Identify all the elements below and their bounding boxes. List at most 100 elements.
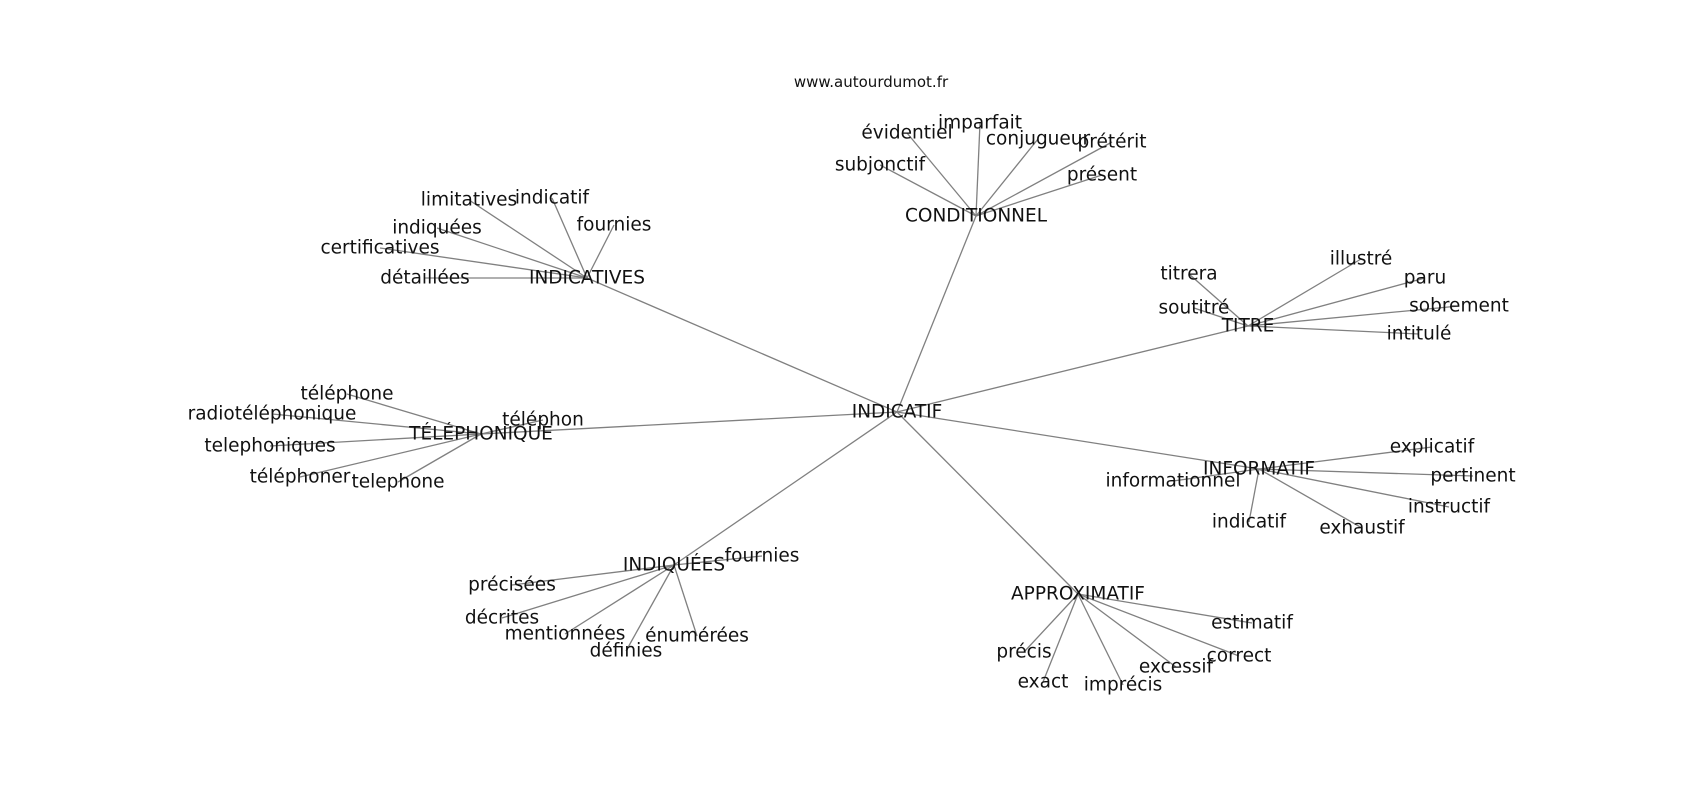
leaf-node-label: indicatif (1212, 512, 1287, 533)
leaf-node-label: exhaustif (1319, 518, 1405, 539)
edge-group-to-leaf (551, 197, 588, 279)
leaf-node-label: définies (590, 641, 663, 662)
leaf-node-label: illustré (1330, 249, 1393, 270)
graph-edges (269, 122, 1474, 686)
leaf-node-label: paru (1404, 268, 1446, 289)
leaf-node-label: téléphone (300, 384, 393, 405)
leaf-node-label: subjonctif (835, 155, 926, 176)
edge-group-to-leaf (1258, 446, 1433, 470)
edge-center-to-group (896, 411, 1079, 595)
edge-group-to-leaf (1247, 325, 1420, 335)
edge-group-to-leaf (501, 564, 675, 619)
edge-group-to-leaf (1247, 258, 1362, 327)
center-node-label: INDICATIF (852, 402, 943, 423)
edge-group-to-leaf (1023, 593, 1079, 653)
edge-group-to-leaf (436, 227, 588, 279)
leaf-node-label: telephone (351, 472, 444, 493)
edge-group-to-leaf (299, 433, 482, 478)
edge-group-to-leaf (673, 555, 763, 566)
leaf-node-label: fournies (577, 215, 652, 236)
edge-group-to-leaf (673, 564, 698, 637)
edge-group-to-leaf (468, 199, 588, 279)
leaf-node-label: énumérées (645, 626, 749, 647)
edge-group-to-leaf (975, 174, 1103, 217)
leaf-node-label: précis (996, 642, 1051, 663)
leaf-node-label: exact (1018, 672, 1069, 693)
leaf-node-label: titrera (1160, 264, 1217, 285)
group-node-label: INFORMATIF (1203, 459, 1315, 480)
edge-group-to-leaf (586, 224, 615, 279)
leaf-node-label: informationnel (1105, 471, 1240, 492)
leaf-node-label: limitatives (421, 190, 517, 211)
leaf-node-label: précisées (468, 575, 556, 596)
edge-group-to-leaf (511, 564, 675, 586)
leaf-node-label: sobrement (1409, 296, 1509, 317)
edge-group-to-leaf (1077, 593, 1177, 668)
leaf-node-label: correct (1207, 646, 1272, 667)
edge-group-to-leaf (1258, 468, 1363, 529)
edge-center-to-group (896, 325, 1249, 413)
leaf-node-label: fournies (725, 546, 800, 567)
leaf-node-label: imparfait (938, 113, 1022, 134)
edge-center-to-group (896, 215, 977, 413)
edge-group-to-leaf (346, 393, 482, 435)
group-node-label: APPROXIMATIF (1011, 584, 1145, 605)
leaf-node-label: détaillées (380, 268, 470, 289)
leaf-node-label: téléphon (502, 410, 584, 431)
group-node-label: TITRE (1221, 316, 1275, 337)
edge-group-to-leaf (269, 433, 482, 447)
leaf-node-label: conjugueur (986, 129, 1091, 150)
leaf-node-label: telephoniques (204, 436, 335, 457)
leaf-node-label: pertinent (1430, 466, 1515, 487)
leaf-node-label: présent (1067, 165, 1137, 186)
edge-group-to-leaf (379, 247, 588, 279)
edge-group-to-leaf (975, 138, 1039, 217)
edge-center-to-group (586, 277, 898, 413)
group-node-label: INDIQUÉES (623, 554, 725, 576)
edge-group-to-leaf (975, 122, 981, 217)
edge-group-to-leaf (1042, 593, 1079, 683)
leaf-node-label: radiotéléphonique (188, 404, 357, 425)
edge-group-to-leaf (1247, 277, 1426, 327)
edge-group-to-leaf (397, 433, 482, 483)
site-url: www.autourdumot.fr (793, 73, 949, 91)
edge-group-to-leaf (1258, 468, 1474, 477)
edge-group-to-leaf (1077, 593, 1124, 686)
edge-group-to-leaf (1172, 468, 1260, 482)
edge-group-to-leaf (1077, 593, 1240, 657)
leaf-node-label: imprécis (1084, 675, 1162, 696)
leaf-node-label: intitulé (1387, 324, 1452, 345)
leaf-node-label: indicatif (515, 188, 590, 209)
edge-group-to-leaf (480, 419, 544, 435)
group-node-label: TÉLÉPHONIQUE (408, 423, 553, 445)
leaf-node-label: évidentiel (861, 123, 952, 144)
edge-center-to-group (896, 411, 1260, 470)
leaf-node-label: excessif (1139, 657, 1214, 678)
group-node-label: INDICATIVES (529, 268, 645, 289)
graph-labels: INDICATIFINDICATIVESlimitativesindicatif… (188, 113, 1516, 696)
leaf-node-label: instructif (1408, 497, 1491, 518)
edge-group-to-leaf (564, 564, 675, 635)
edge-group-to-leaf (906, 132, 977, 217)
edge-group-to-leaf (625, 564, 675, 652)
edge-group-to-leaf (879, 164, 977, 217)
leaf-node-label: indiquées (392, 218, 482, 239)
edge-group-to-leaf (1258, 468, 1450, 508)
edge-group-to-leaf (271, 413, 482, 435)
edge-group-to-leaf (1077, 593, 1253, 624)
leaf-node-label: soutitré (1159, 298, 1230, 319)
edge-group-to-leaf (1247, 305, 1460, 327)
leaf-node-label: explicatif (1390, 437, 1475, 458)
leaf-node-label: mentionnées (505, 624, 626, 645)
group-node-label: CONDITIONNEL (905, 206, 1048, 227)
leaf-node-label: décrites (465, 608, 539, 629)
leaf-node-label: certificatives (320, 238, 439, 259)
edge-group-to-leaf (975, 141, 1113, 217)
edge-group-to-leaf (1248, 468, 1260, 523)
leaf-node-label: téléphoner (250, 467, 351, 488)
edge-group-to-leaf (1188, 273, 1249, 327)
edge-center-to-group (480, 411, 898, 435)
leaf-node-label: estimatif (1211, 613, 1293, 634)
